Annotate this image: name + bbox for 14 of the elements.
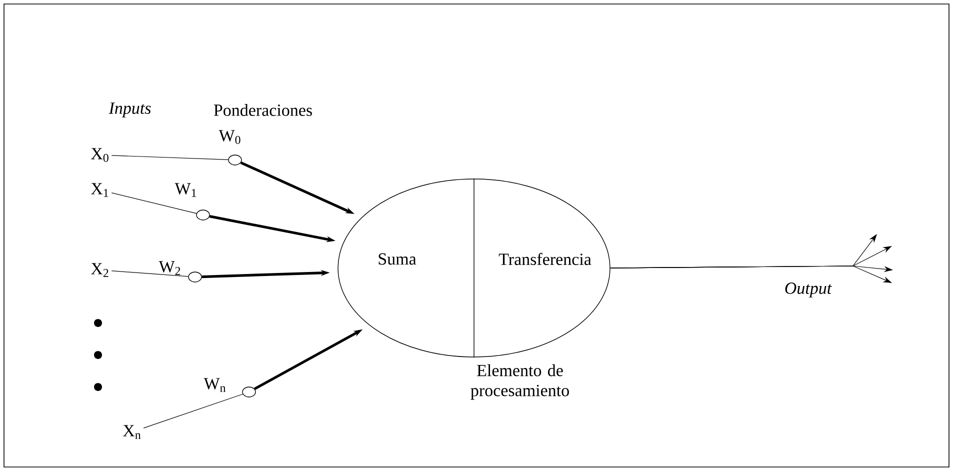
input-label: X$_{1}$	[91, 183, 108, 197]
input-label: X$_{2}$	[91, 263, 108, 277]
ellipse-text: Transferencia	[498, 252, 592, 266]
input-label: X$_{n}$	[123, 425, 141, 439]
weight-label: W$_{2}$	[158, 261, 180, 275]
weight-label: W$_{n}$	[204, 378, 226, 392]
node-label: Elemento de procesamiento	[470, 364, 569, 400]
text-label: Inputs	[108, 102, 151, 118]
text-label: Ponderaciones	[214, 104, 312, 116]
weight-label: W$_{0}$	[218, 130, 240, 144]
input-label: X$_{0}$	[91, 148, 108, 162]
ellipse-text: Suma	[378, 253, 416, 265]
text-label: Output	[785, 282, 832, 298]
weight-label: W$_{1}$	[174, 183, 196, 197]
